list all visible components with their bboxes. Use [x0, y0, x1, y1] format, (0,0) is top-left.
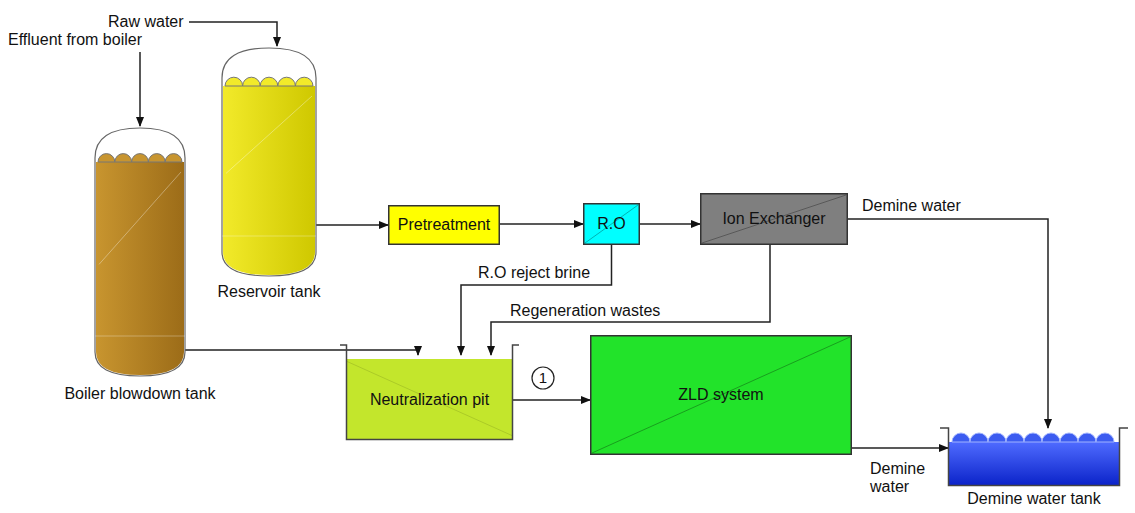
node-label: Pretreatment: [398, 215, 490, 234]
flow-connector: [461, 245, 612, 355]
process-box: Ion Exchanger: [700, 193, 848, 245]
edge-label: Regeneration wastes: [510, 301, 660, 320]
flow-connector: [852, 447, 948, 449]
flow-connector: [185, 350, 418, 355]
node-label: Reservoir tank: [194, 282, 344, 302]
flow-connector: [640, 223, 700, 225]
process-box: Pretreatment: [388, 205, 500, 245]
flow-connector: [316, 224, 388, 226]
callout-circle: [532, 367, 554, 389]
node-label: Neutralization pit: [365, 387, 495, 413]
reservoir-tank: Reservoir tank: [222, 48, 316, 276]
flow-connector: [848, 219, 1048, 428]
reservoir-tank-shape: [222, 48, 316, 276]
edge-label: Demine water: [862, 196, 961, 215]
callout-number: 1: [532, 367, 554, 389]
stream-label: Effluent from boiler: [8, 30, 142, 49]
node-label: Ion Exchanger: [722, 209, 825, 228]
effluent-line: [139, 52, 141, 126]
membrane-box: R.O: [583, 203, 640, 245]
flow-connector: [500, 223, 583, 225]
flow-connector: [513, 399, 590, 401]
neutralization-pit: Neutralization pit: [346, 345, 513, 440]
process-box: ZLD system: [590, 335, 852, 455]
water-tank-shape: [948, 428, 1120, 486]
raw-water-line: [189, 22, 277, 46]
node-label: Demine water tank: [944, 489, 1124, 509]
node-label: Boiler blowdown tank: [60, 384, 220, 404]
stream-label: Raw water: [108, 12, 184, 31]
blowdown-tank-shape: [95, 128, 185, 376]
edge-label: R.O reject brine: [478, 263, 590, 282]
node-label: ZLD system: [678, 385, 763, 404]
node-label: R.O: [597, 214, 625, 233]
edge-label: Demine water: [870, 460, 942, 497]
water-tank: Demine water tank: [948, 428, 1120, 486]
blowdown-tank: Boiler blowdown tank: [95, 128, 185, 376]
